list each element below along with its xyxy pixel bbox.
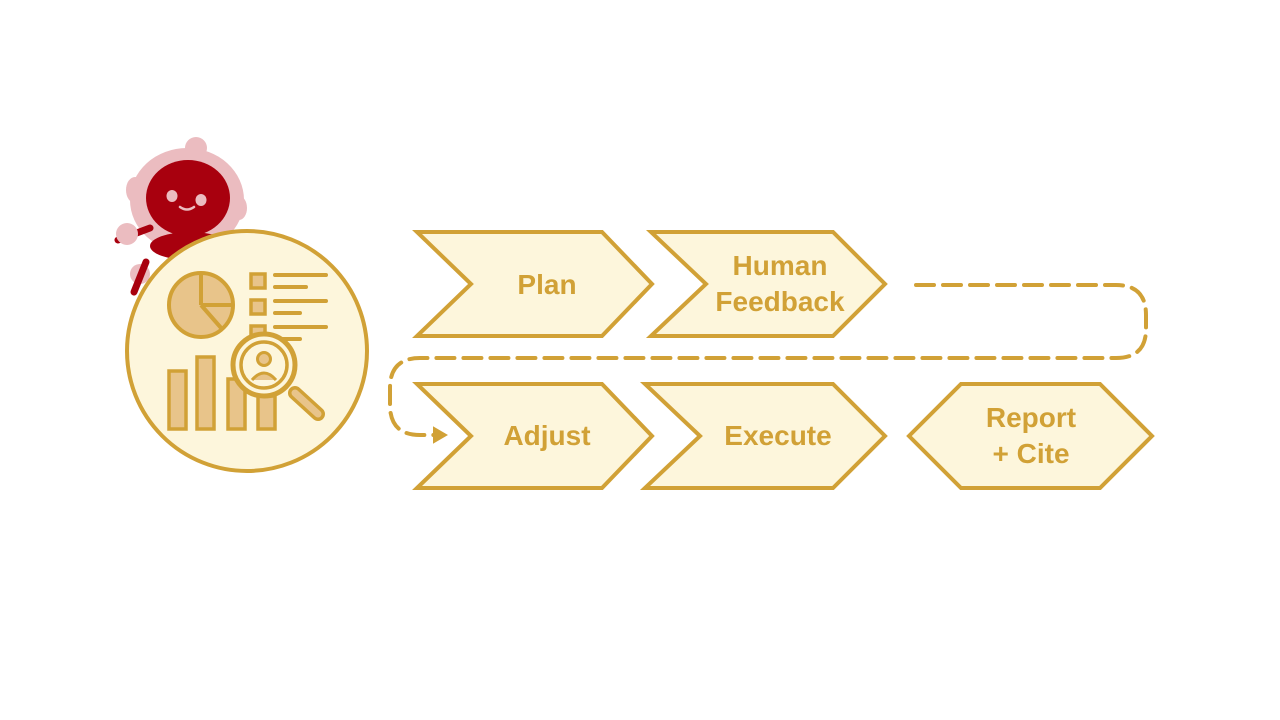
step-human-feedback-label-line1: Human [733,250,828,281]
step-execute: Execute [645,384,885,488]
step-human-feedback-label-line2: Feedback [715,286,845,317]
step-human-feedback: Human Feedback [651,232,885,336]
step-adjust-label: Adjust [503,420,590,451]
step-report-label-line2: + Cite [992,438,1069,469]
step-plan: Plan [417,232,652,336]
analytics-report-icon [127,231,367,471]
connector-arrowhead [434,428,446,442]
step-report-label-line1: Report [986,402,1076,433]
step-adjust: Adjust [417,384,652,488]
step-execute-label: Execute [724,420,831,451]
pie-chart-icon [169,273,233,337]
step-report-cite: Report + Cite [909,384,1152,488]
step-plan-label: Plan [517,269,576,300]
